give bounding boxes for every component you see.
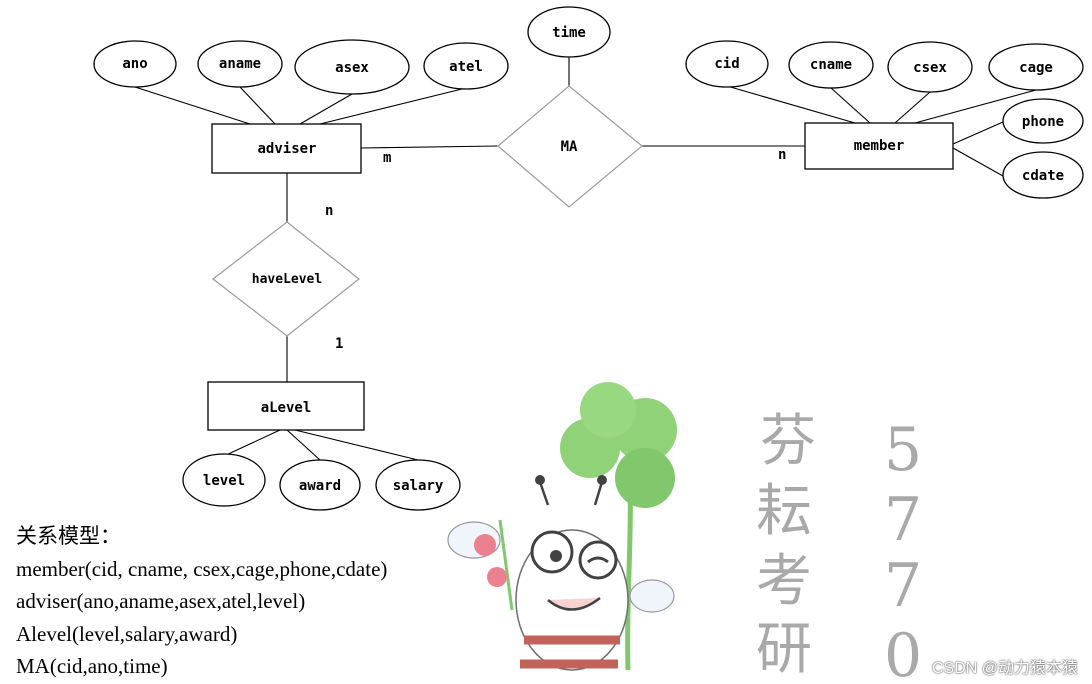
watermark-char: 考 [756, 549, 812, 614]
entity-adviser: adviser [211, 123, 362, 174]
relation-alevel: Alevel(level,salary,award) [16, 621, 238, 646]
cardinality-alevel-havelevel: 1 [335, 336, 343, 352]
attribute-label: cage [1019, 60, 1053, 76]
attribute-csex: csex [887, 41, 973, 93]
attribute-label: cname [810, 57, 852, 73]
attribute-asex: asex [294, 39, 410, 95]
attribute-label: award [299, 478, 341, 494]
edge-cdate-member [952, 147, 1004, 177]
clover-bee-mascot-icon [447, 382, 677, 671]
watermark-digit: 0 [884, 621, 922, 684]
entity-label: adviser [257, 141, 316, 157]
relational-model: 关系模型： member(cid, cname, csex,cage,phone… [16, 520, 387, 683]
relation-member: member(cid, cname, csex,cage,phone,cdate… [16, 556, 388, 581]
attribute-cname: cname [788, 41, 874, 89]
attribute-ano: ano [93, 40, 177, 88]
relational-model-heading: 关系模型： [16, 524, 121, 548]
relationship-label: haveLevel [252, 272, 322, 287]
entity-alevel: aLevel [207, 381, 365, 431]
relationship-label: MA [561, 139, 578, 155]
attribute-label: salary [393, 478, 444, 494]
attribute-label: cdate [1022, 168, 1064, 184]
relationship-ma: MA [497, 85, 643, 208]
edge-cname-member [830, 87, 871, 124]
attribute-label: cid [714, 56, 739, 72]
watermark-digit: 5 [884, 415, 922, 485]
attribute-phone: phone [1002, 98, 1084, 144]
csdn-credit: CSDN @动力猿本猿 [931, 660, 1078, 677]
attribute-label: csex [913, 60, 947, 76]
edge-cid-member [726, 85, 856, 124]
watermark-char: 芬 [760, 409, 816, 474]
attribute-award: award [279, 459, 361, 511]
attribute-label: asex [335, 60, 369, 76]
cardinality-adviser-havelevel: n [325, 203, 333, 219]
watermark-char: 耘 [756, 479, 812, 544]
cardinality-member-ma: n [778, 147, 786, 163]
edge-csex-member [894, 91, 931, 124]
edge-alevel-level [223, 429, 281, 457]
edge-ano-adviser [134, 86, 251, 125]
watermark-digit: 7 [884, 485, 922, 555]
watermark-char: 研 [756, 617, 812, 682]
attribute-label: ano [122, 56, 147, 72]
entity-label: member [854, 138, 905, 154]
attribute-label: aname [219, 56, 261, 72]
attribute-aname: aname [197, 40, 283, 88]
attribute-salary: salary [375, 459, 461, 511]
edge-atel-adviser [319, 87, 467, 125]
attribute-atel: atel [423, 42, 509, 90]
attribute-label: level [203, 473, 245, 489]
edge-alevel-salary [294, 429, 419, 461]
attribute-label: time [552, 25, 586, 41]
attribute-level: level [182, 453, 266, 507]
edge-alevel-award [286, 429, 321, 461]
entity-member: member [804, 122, 954, 170]
relation-adviser: adviser(ano,aname,asex,atel,level) [16, 589, 306, 613]
connectors [134, 57, 1037, 461]
edge-asex-adviser [299, 93, 353, 125]
watermark-text: 芬 耘 考 研 5 7 7 0 [756, 409, 922, 684]
edge-phone-member [952, 121, 1004, 145]
edge-adviser-ma [360, 145, 499, 149]
attribute-label: atel [449, 59, 483, 75]
relation-ma: MA(cid,ano,time) [16, 654, 168, 678]
entity-label: aLevel [261, 400, 312, 416]
attribute-cdate: cdate [1002, 151, 1084, 199]
edge-aname-adviser [239, 86, 276, 125]
attribute-label: phone [1022, 114, 1064, 130]
relationship-havelevel: haveLevel [212, 221, 360, 337]
watermark-digit: 7 [884, 551, 922, 621]
cardinality-adviser-ma: m [383, 150, 391, 166]
attribute-time: time [527, 6, 611, 58]
edge-cage-member [914, 89, 1037, 124]
attribute-cage: cage [988, 43, 1084, 91]
attribute-cid: cid [685, 40, 769, 88]
